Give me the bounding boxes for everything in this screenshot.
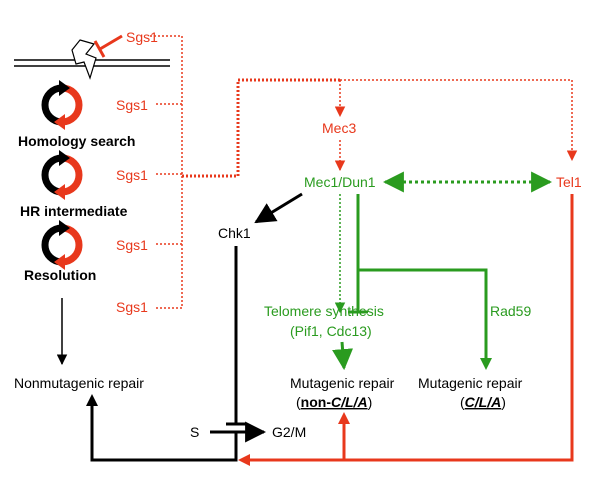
cla-label: (C/L/A) — [460, 394, 506, 410]
s-phase-label: S — [190, 424, 199, 440]
checkpoint-to-nonmutagenic-feedback — [90, 402, 238, 462]
mec1-to-chk1-arrow — [254, 192, 303, 224]
non-cla-label: (non-C/L/A) — [296, 394, 372, 410]
mec1-inhibition-branches — [348, 194, 488, 362]
g2m-label: G2/M — [272, 424, 306, 440]
tel1-label: Tel1 — [556, 174, 582, 190]
sgs1-dotted-bracket — [150, 35, 183, 309]
cycle-arrows-icon — [41, 80, 83, 130]
rad59-arrowhead — [480, 358, 492, 370]
mutagenic-repair-cla-label: Mutagenic repair — [418, 375, 523, 391]
sgs1-label-top: Sgs1 — [126, 29, 158, 45]
rad59-label: Rad59 — [490, 303, 531, 319]
cycle-arrows-icon — [41, 150, 83, 200]
dsb-lightning-icon — [71, 39, 97, 80]
telomere-to-mutagenic-arrow — [332, 341, 354, 371]
sgs1-label-resolution: Sgs1 — [116, 237, 148, 253]
sgs1-label-homology: Sgs1 — [116, 97, 148, 113]
sgs1-label-hr: Sgs1 — [116, 167, 148, 183]
mec3-label: Mec3 — [322, 120, 356, 136]
tel1-checkpoint-arrowhead — [238, 454, 250, 466]
telomere-synthesis-label: Telomere synthesis — [264, 303, 384, 319]
nonmutagenic-feedback-arrowhead — [86, 394, 98, 406]
tel1-pathway — [246, 194, 574, 462]
tel1-mutagenic-arrowhead — [338, 412, 350, 424]
sgs1-label-bottom: Sgs1 — [116, 299, 148, 315]
sgs1-dsb-inhibition — [93, 34, 123, 58]
sgs1-to-checkpoint-dotted — [182, 78, 578, 178]
chk1-inhibition — [226, 246, 246, 426]
nonmutagenic-repair-label: Nonmutagenic repair — [14, 375, 144, 391]
resolution-label: Resolution — [24, 267, 96, 283]
mutagenic-repair-non-cla-label: Mutagenic repair — [290, 375, 395, 391]
cycle-arrows-icon — [41, 220, 83, 270]
homology-search-label: Homology search — [18, 133, 135, 149]
hr-intermediate-label: HR intermediate — [20, 203, 128, 219]
telomere-factors-label: (Pif1, Cdc13) — [290, 323, 372, 339]
mec1-dun1-label: Mec1/Dun1 — [304, 174, 376, 190]
chk1-label: Chk1 — [218, 225, 251, 241]
